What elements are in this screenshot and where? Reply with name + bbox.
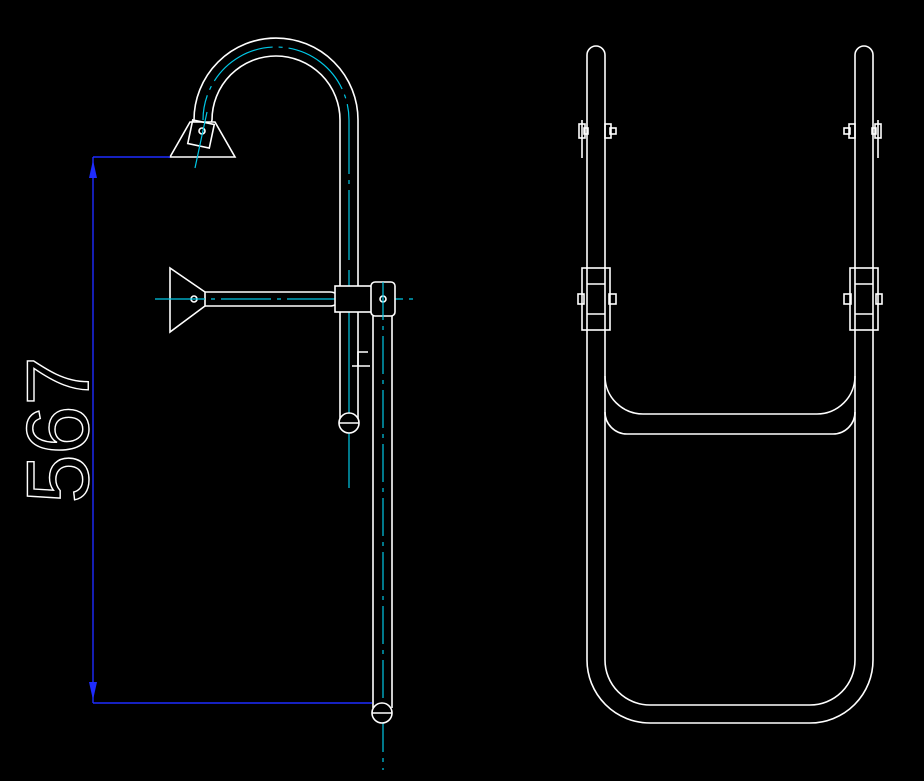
ladder-side-tube	[371, 282, 393, 770]
middle-right-bracket	[843, 267, 883, 331]
dimension-value-567: 567	[8, 357, 107, 504]
upper-right-bracket	[843, 120, 882, 158]
upper-mount-bracket	[168, 111, 237, 169]
clamp-block	[334, 281, 396, 367]
vertical-dimension	[89, 156, 372, 704]
front-view	[577, 45, 883, 724]
side-view: 567	[7, 37, 418, 770]
hook-tube	[189, 37, 359, 488]
upper-left-bracket	[578, 120, 617, 158]
ladder-frame-outer	[586, 45, 874, 724]
inner-tube-end	[338, 400, 360, 434]
middle-left-bracket	[577, 267, 617, 331]
ladder-step-rung	[604, 375, 856, 435]
